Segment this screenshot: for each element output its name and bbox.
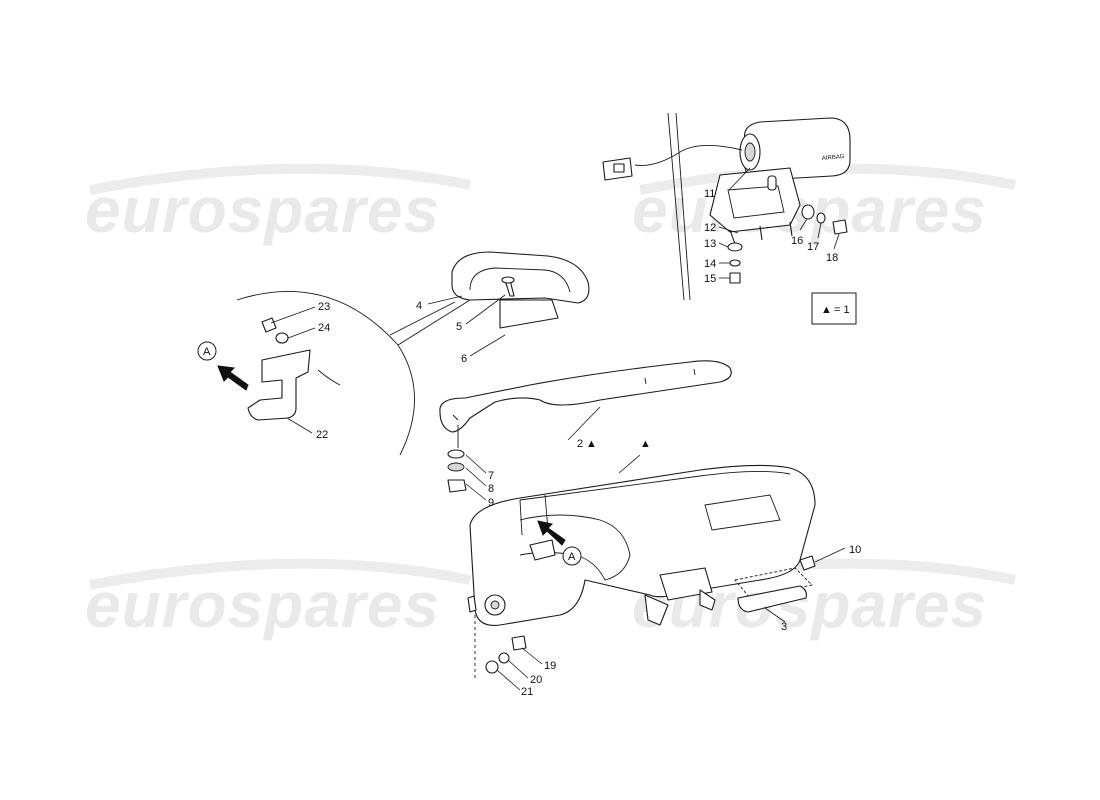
airbag-text: AIRBAG	[822, 154, 845, 162]
callout-8: 8	[488, 483, 494, 495]
binnacle-bracket	[499, 299, 559, 329]
glovebox-lid	[737, 585, 807, 613]
legend-text: = 1	[834, 304, 850, 316]
washer-21	[485, 660, 499, 674]
callout-15: 15	[704, 273, 716, 285]
washer-14	[729, 259, 741, 267]
washer-7	[447, 449, 465, 459]
callout-23: 23	[318, 301, 330, 313]
pad-hardware	[447, 425, 467, 493]
washer-17	[816, 212, 826, 224]
callout-5: 5	[456, 321, 462, 333]
screw-10	[799, 555, 816, 571]
airbag-bracket	[709, 167, 801, 233]
view-a-label-dash: A	[568, 551, 576, 563]
leader-lines	[270, 167, 846, 691]
callout-2-triangle: ▲	[586, 438, 597, 450]
bolt-15	[729, 272, 741, 284]
callout-6: 6	[461, 353, 467, 365]
callout-10: 10	[849, 544, 861, 556]
bracket-22	[247, 349, 311, 421]
arrow-left	[217, 365, 249, 391]
callout-22: 22	[316, 429, 328, 441]
callout-20: 20	[530, 674, 542, 686]
legend-box: ▲ = 1	[811, 292, 857, 325]
washer-16	[801, 204, 815, 220]
watermark-top-left: eurospares	[85, 174, 440, 246]
detail-view: A A	[197, 290, 582, 566]
callout-17: 17	[807, 241, 819, 253]
callout-19: 19	[544, 660, 556, 672]
callout-7: 7	[488, 470, 494, 482]
callout-9: 9	[488, 497, 494, 509]
airbag-module: AIRBAG	[602, 112, 851, 301]
callout-11: 11	[704, 188, 715, 200]
legend-symbol: ▲	[821, 304, 832, 316]
view-a-label-left: A	[203, 346, 211, 358]
view-a-marker-dash	[562, 546, 582, 566]
callout-2: 2	[577, 438, 583, 450]
arrow-dash	[537, 520, 566, 546]
washer-8	[447, 462, 465, 472]
washer-24	[275, 332, 289, 344]
switch-panel	[659, 567, 713, 601]
callout-16: 16	[791, 235, 803, 247]
nut-13	[727, 242, 743, 252]
callout-4: 4	[416, 300, 422, 312]
nut-23	[261, 317, 277, 333]
watermark-group: eurospares eurospares eurospares eurospa…	[85, 163, 1017, 641]
callout-14: 14	[704, 258, 716, 270]
dashboard-triangle: ▲	[640, 438, 651, 450]
callout-13: 13	[704, 238, 716, 250]
callout-18: 18	[826, 252, 838, 264]
callout-labels: 11 12 13 14 15 16 17 18 4 5 6 23 24 22 2…	[316, 188, 861, 698]
callout-3: 3	[781, 621, 787, 633]
instrument-binnacle	[451, 251, 590, 329]
glovebox-vent	[704, 494, 781, 531]
watermark-bottom-left: eurospares	[85, 569, 440, 641]
callout-21: 21	[521, 686, 533, 698]
dash-top-pad	[439, 360, 732, 433]
callout-24: 24	[318, 322, 330, 334]
washer-20	[498, 652, 510, 664]
bolt-18	[832, 219, 848, 235]
dash-fasteners	[474, 555, 816, 680]
bolt-19	[511, 635, 527, 651]
nut-9	[447, 479, 467, 493]
callout-12: 12	[704, 222, 716, 234]
view-a-marker-left	[197, 341, 217, 361]
